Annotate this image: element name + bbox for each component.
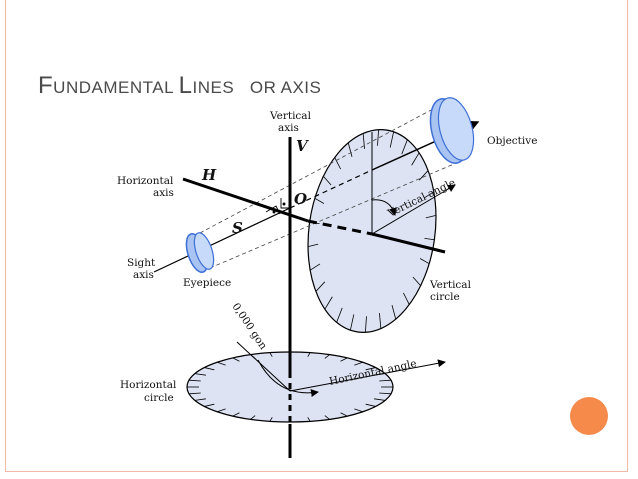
title-part: F (38, 72, 54, 99)
tick-mark (401, 139, 408, 155)
tick-mark (217, 361, 226, 366)
tick-mark (379, 392, 392, 395)
tick-mark (307, 243, 319, 248)
right-angle-marks (265, 198, 290, 215)
slide-frame (5, 0, 628, 472)
tick-mark (217, 408, 226, 413)
tick-mark (423, 191, 435, 199)
tick-mark (309, 263, 321, 271)
tick-mark (377, 129, 379, 146)
horizontal-axis-label: axis (153, 187, 174, 199)
symbol-v: V (296, 137, 309, 155)
tick-mark (425, 214, 437, 219)
tick-mark (389, 131, 395, 148)
horizontal-circle-label: circle (144, 392, 174, 404)
accent-circle (570, 397, 608, 435)
tick-mark (354, 408, 363, 413)
tick-mark (403, 292, 410, 305)
objective-label: Objective (487, 135, 537, 147)
title-part: INES OR AXIS (192, 78, 322, 97)
horizontal-axis-line (182, 177, 446, 254)
vertical-circle-label: circle (430, 291, 460, 303)
tick-mark (424, 237, 435, 241)
tick-mark (379, 379, 392, 382)
tick-mark (315, 281, 326, 292)
tick-mark (349, 314, 355, 331)
tick-mark (354, 361, 363, 366)
horizontal-circle-label: Horizontal (120, 379, 177, 391)
tick-mark (365, 316, 367, 333)
title-part: UNDAMENTAL (53, 78, 179, 97)
sight-axis-label: Sight (127, 257, 156, 269)
symbol-s: S (232, 219, 243, 237)
vertical-axis-label: Vertical (269, 110, 312, 122)
tick-mark (269, 352, 273, 357)
symbol-h: H (201, 166, 217, 184)
tick-mark (412, 276, 421, 286)
tick-mark (232, 357, 240, 362)
tick-mark (194, 373, 206, 376)
tick-mark (269, 417, 273, 422)
tick-mark (340, 357, 348, 362)
tick-mark (307, 352, 311, 357)
tick-mark (232, 412, 240, 417)
objective-lens (429, 97, 475, 164)
symbol-o: O (294, 190, 307, 208)
tick-mark (374, 398, 386, 401)
vertical-axis-label: axis (278, 122, 299, 134)
sight-tube (199, 100, 469, 269)
tick-mark (324, 296, 333, 310)
vertical-angle-indicator (371, 132, 456, 235)
tick-mark (314, 197, 325, 204)
tick-mark (379, 313, 382, 329)
tick-mark (419, 258, 430, 265)
tick-mark (347, 142, 353, 157)
tick-mark (324, 354, 330, 359)
tick-mark (307, 417, 311, 422)
tick-mark (250, 415, 256, 420)
tick-mark (334, 157, 341, 170)
sight-axis-label: axis (133, 269, 154, 281)
tick-mark (324, 415, 330, 420)
eyepiece-label: Eyepiece (183, 277, 231, 289)
tick-mark (362, 133, 365, 149)
tick-mark (418, 170, 429, 181)
vertical-circle-label: Vertical (429, 279, 472, 291)
tick-mark (336, 307, 343, 323)
tick-mark (411, 152, 420, 166)
horizontal-angle-indicator (236, 341, 446, 397)
tick-mark (188, 392, 201, 395)
tick-mark (204, 367, 215, 371)
zero-gon-label: 0,000 gon (230, 301, 270, 352)
slide-title: FUNDAMENTAL LINES OR AXIS (38, 64, 321, 101)
tick-mark (365, 367, 376, 371)
horizontal-axis-label: Horizontal (117, 175, 174, 187)
eyepiece-lens (185, 232, 215, 273)
title-part: L (178, 72, 193, 99)
tick-mark (194, 398, 206, 401)
tick-mark (188, 379, 201, 382)
tick-mark (365, 403, 376, 407)
tick-mark (204, 403, 215, 407)
tick-mark (323, 176, 332, 186)
tick-mark (391, 305, 397, 320)
tick-mark (340, 412, 348, 417)
